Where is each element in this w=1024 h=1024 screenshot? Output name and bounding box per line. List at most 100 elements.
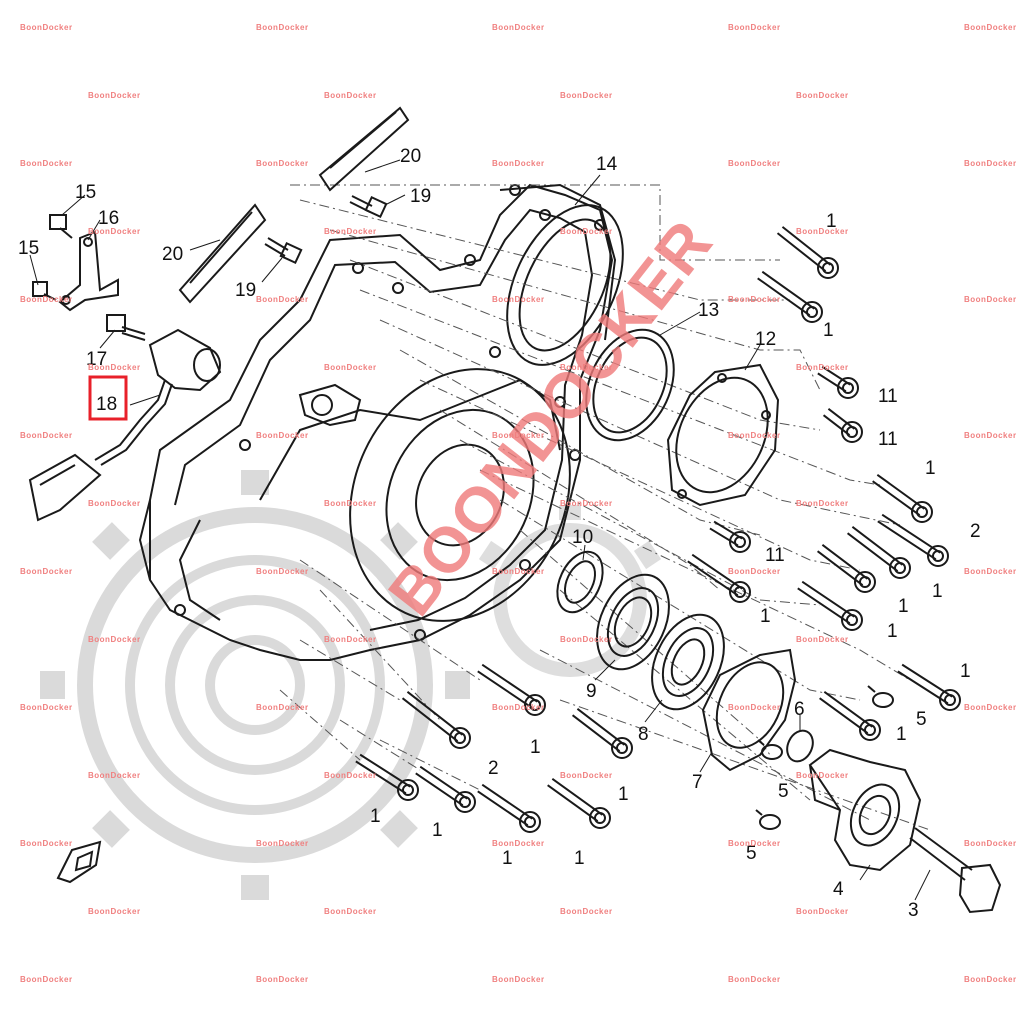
watermark-tile-13: BoonDocker	[964, 159, 1017, 168]
bolt-2	[757, 270, 823, 323]
bolt-19	[477, 783, 541, 833]
bolt-15-upper	[49, 214, 73, 239]
callout-1-k: 1	[618, 784, 629, 805]
watermark-tile-30: BoonDocker	[728, 431, 781, 440]
callout-11-a: 11	[878, 386, 898, 407]
watermark-tile-17: BoonDocker	[796, 227, 849, 236]
callout-1-f: 1	[760, 606, 771, 627]
gasket-strip-left	[178, 203, 267, 304]
watermark-tile-15: BoonDocker	[324, 227, 377, 236]
callout-numbers: 20 19 20 19 15 16 15 17 18 14 13 12 11 1…	[18, 146, 981, 921]
watermark-tile-16: BoonDocker	[560, 227, 613, 236]
watermark-tile-45: BoonDocker	[20, 703, 73, 712]
bolt-15-lower	[32, 281, 57, 301]
bearing-8	[651, 613, 725, 711]
watermark-tile-59: BoonDocker	[88, 907, 141, 916]
callout-11-b: 11	[878, 429, 898, 450]
watermark-tile-56: BoonDocker	[492, 839, 545, 848]
bolt-11	[797, 580, 863, 631]
callout-3: 3	[908, 900, 919, 921]
callout-20-upper: 20	[400, 146, 421, 167]
bolt-13	[819, 690, 881, 741]
watermark-tile-55: BoonDocker	[256, 839, 309, 848]
bearing-9	[596, 573, 670, 671]
watermark-tile-38: BoonDocker	[492, 567, 545, 576]
watermark-tile-43: BoonDocker	[560, 635, 613, 644]
callout-1-n: 1	[502, 848, 513, 869]
watermark-tile-57: BoonDocker	[728, 839, 781, 848]
callout-4: 4	[833, 879, 844, 900]
callout-1-l: 1	[370, 806, 381, 827]
sensor-18	[28, 328, 222, 522]
bolt-10	[687, 553, 751, 603]
bracket-16	[58, 230, 119, 312]
callout-1-j: 1	[530, 737, 541, 758]
callout-5-c: 5	[746, 843, 757, 864]
bolt-20	[547, 777, 611, 829]
gasket-7	[701, 648, 797, 772]
bolt-15	[401, 691, 471, 749]
callout-1-m: 1	[432, 820, 443, 841]
callout-19-upper: 19	[410, 186, 431, 207]
callout-10: 10	[572, 527, 593, 548]
watermark-tile-9: BoonDocker	[20, 159, 73, 168]
bolt-7	[709, 520, 751, 553]
highlight-box-18	[88, 375, 128, 421]
callout-1-i: 1	[896, 724, 907, 745]
watermark-tile-27: BoonDocker	[20, 431, 73, 440]
gear-logo-watermark	[40, 470, 470, 900]
gear-logo-watermark-right	[478, 505, 662, 677]
gasket-strip-upper	[318, 106, 410, 192]
watermark-tile-60: BoonDocker	[324, 907, 377, 916]
seal-10	[556, 550, 604, 614]
watermark-tile-22: BoonDocker	[964, 295, 1017, 304]
callout-leaders	[29, 159, 931, 901]
watermark-tile-26: BoonDocker	[796, 363, 849, 372]
watermark-tile-53: BoonDocker	[796, 771, 849, 780]
bolt-17	[106, 314, 146, 341]
watermark-tile-31: BoonDocker	[964, 431, 1017, 440]
watermark-tile-47: BoonDocker	[492, 703, 545, 712]
callout-11-c: 11	[765, 545, 785, 566]
bolt-6	[877, 513, 949, 567]
watermark-tile-64: BoonDocker	[256, 975, 309, 984]
watermark-tile-2: BoonDocker	[492, 23, 545, 32]
callout-14: 14	[596, 154, 618, 175]
callout-1-d: 1	[932, 581, 943, 602]
watermark-tile-8: BoonDocker	[796, 91, 849, 100]
engine-cover	[138, 183, 624, 661]
watermark-tile-6: BoonDocker	[324, 91, 377, 100]
callout-15-upper: 15	[75, 182, 96, 203]
bolt-18	[415, 765, 476, 813]
callout-1-h: 1	[960, 661, 971, 682]
housing-4	[808, 748, 922, 872]
bolt-16	[571, 708, 633, 759]
watermark-tile-67: BoonDocker	[964, 975, 1017, 984]
callout-19-left: 19	[235, 280, 256, 301]
screw-5-c	[755, 809, 781, 830]
watermark-tile-11: BoonDocker	[492, 159, 545, 168]
watermark-tile-21: BoonDocker	[728, 295, 781, 304]
watermark-tile-66: BoonDocker	[728, 975, 781, 984]
callout-16: 16	[98, 208, 119, 229]
screw-5-a	[867, 685, 894, 708]
watermark-tile-4: BoonDocker	[964, 23, 1017, 32]
watermark-tile-44: BoonDocker	[796, 635, 849, 644]
watermark-tile-63: BoonDocker	[20, 975, 73, 984]
watermark-tile-10: BoonDocker	[256, 159, 309, 168]
front-arrow-icon	[56, 840, 102, 884]
bolt-12	[897, 663, 961, 711]
bolt-9	[816, 544, 876, 593]
callout-2-a: 2	[970, 521, 981, 542]
callout-5-a: 5	[916, 709, 927, 730]
bolt-1	[776, 226, 839, 279]
watermark-tile-7: BoonDocker	[560, 91, 613, 100]
watermark-tile-37: BoonDocker	[256, 567, 309, 576]
watermark-tile-28: BoonDocker	[256, 431, 309, 440]
watermark-tile-23: BoonDocker	[88, 363, 141, 372]
watermark-tile-34: BoonDocker	[560, 499, 613, 508]
watermark-tile-46: BoonDocker	[256, 703, 309, 712]
bolt-set	[355, 226, 961, 833]
watermark-tile-20: BoonDocker	[492, 295, 545, 304]
watermark-tile-54: BoonDocker	[20, 839, 73, 848]
